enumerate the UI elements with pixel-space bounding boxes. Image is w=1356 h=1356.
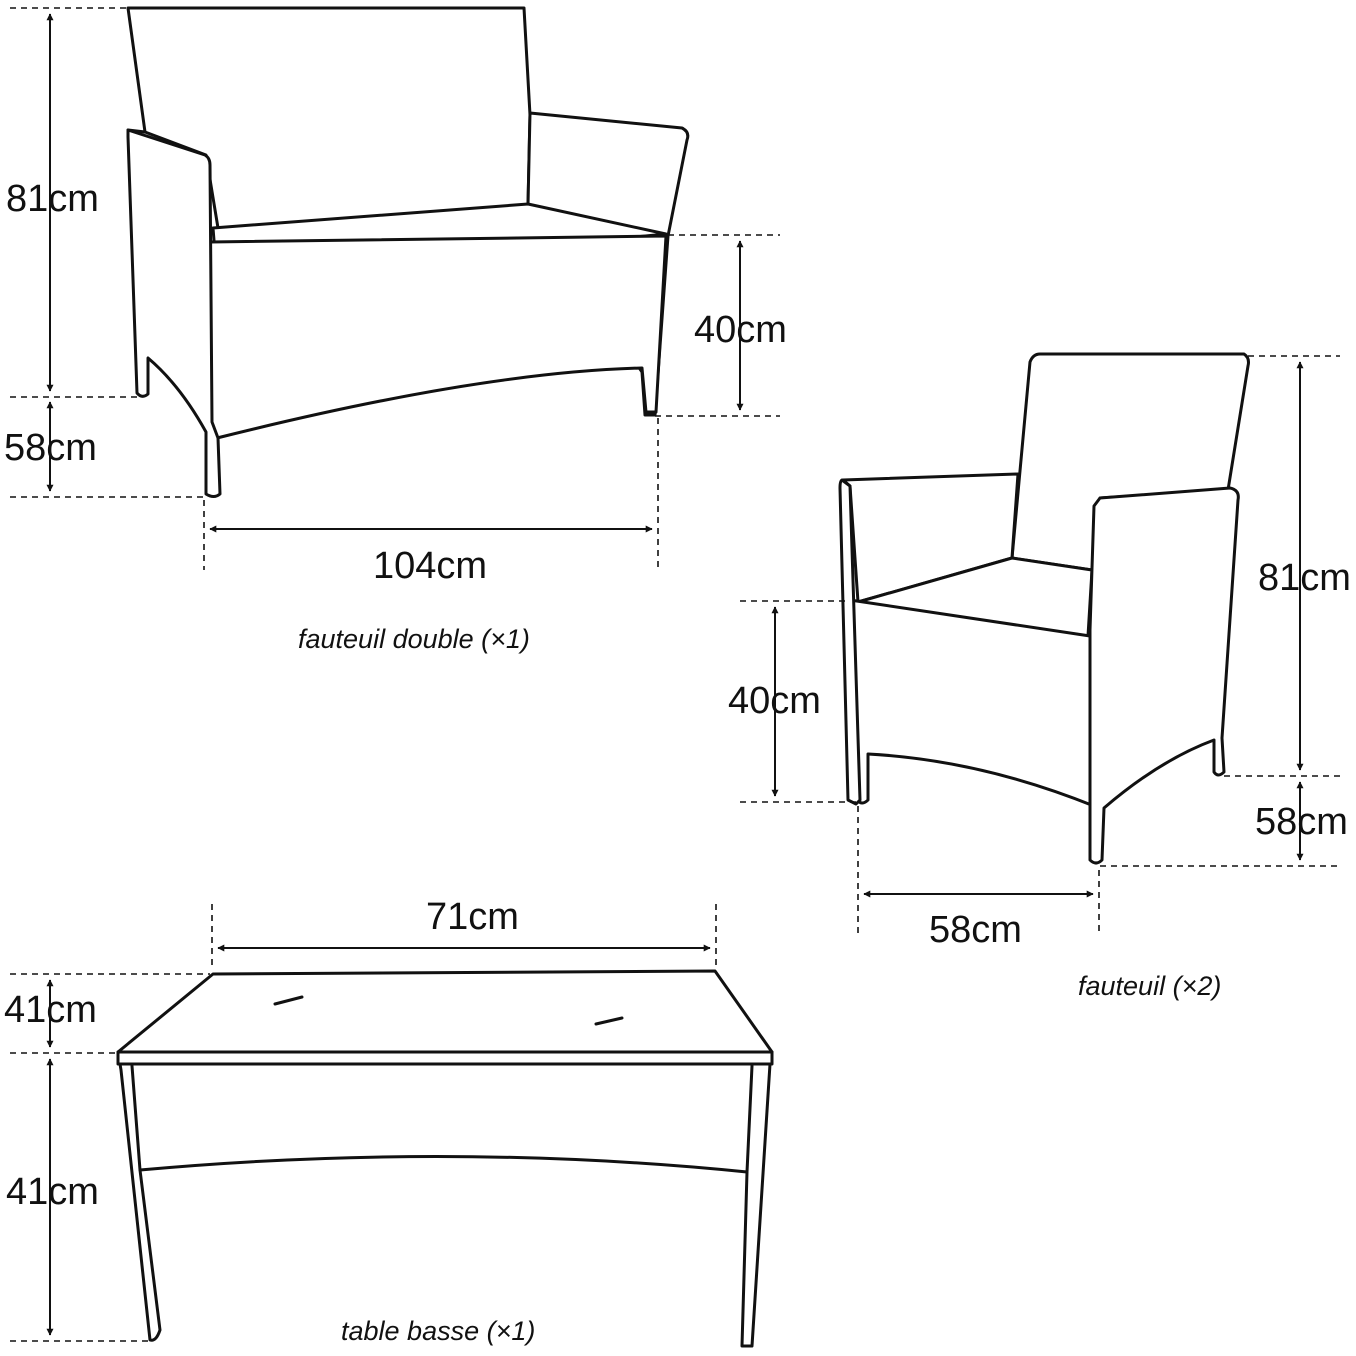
armchair-height-legs-label: 58cm (1255, 801, 1348, 843)
sofa-width-label: 104cm (373, 545, 487, 587)
armchair-drawing (838, 352, 1250, 865)
table-dimensions (10, 904, 717, 1342)
glass-reflection (594, 1016, 624, 1026)
sofa-caption: fauteuil double (×1) (298, 624, 530, 654)
sofa-dimensions (10, 7, 780, 570)
sofa-height-back-label: 81cm (6, 178, 99, 220)
table-top-edge (116, 1050, 774, 1066)
armchair-caption: fauteuil (×2) (1078, 971, 1221, 1001)
sofa-seat-height-label: 40cm (694, 309, 787, 351)
table-caption: table basse (×1) (341, 1316, 535, 1346)
armchair-right-arm (1088, 486, 1240, 865)
sofa-drawing (126, 6, 690, 498)
sofa-front-body (208, 234, 668, 440)
table-top-depth-label: 41cm (4, 989, 97, 1031)
armchair-seat-height-label: 40cm (728, 680, 821, 722)
sofa-left-arm (126, 128, 222, 498)
table-glass-top (116, 969, 774, 1054)
armchair-width-label: 58cm (929, 909, 1022, 951)
table-frame (118, 1062, 772, 1348)
armchair-height-back-label: 81cm (1258, 557, 1351, 599)
armchair-dimensions (740, 355, 1340, 936)
table-height-label: 41cm (6, 1171, 99, 1213)
sofa-height-legs-label: 58cm (4, 427, 97, 469)
coffee-table-drawing (116, 969, 774, 1348)
table-width-label: 71cm (426, 896, 519, 938)
glass-reflection (273, 995, 304, 1006)
armchair-front-body (848, 598, 1096, 808)
